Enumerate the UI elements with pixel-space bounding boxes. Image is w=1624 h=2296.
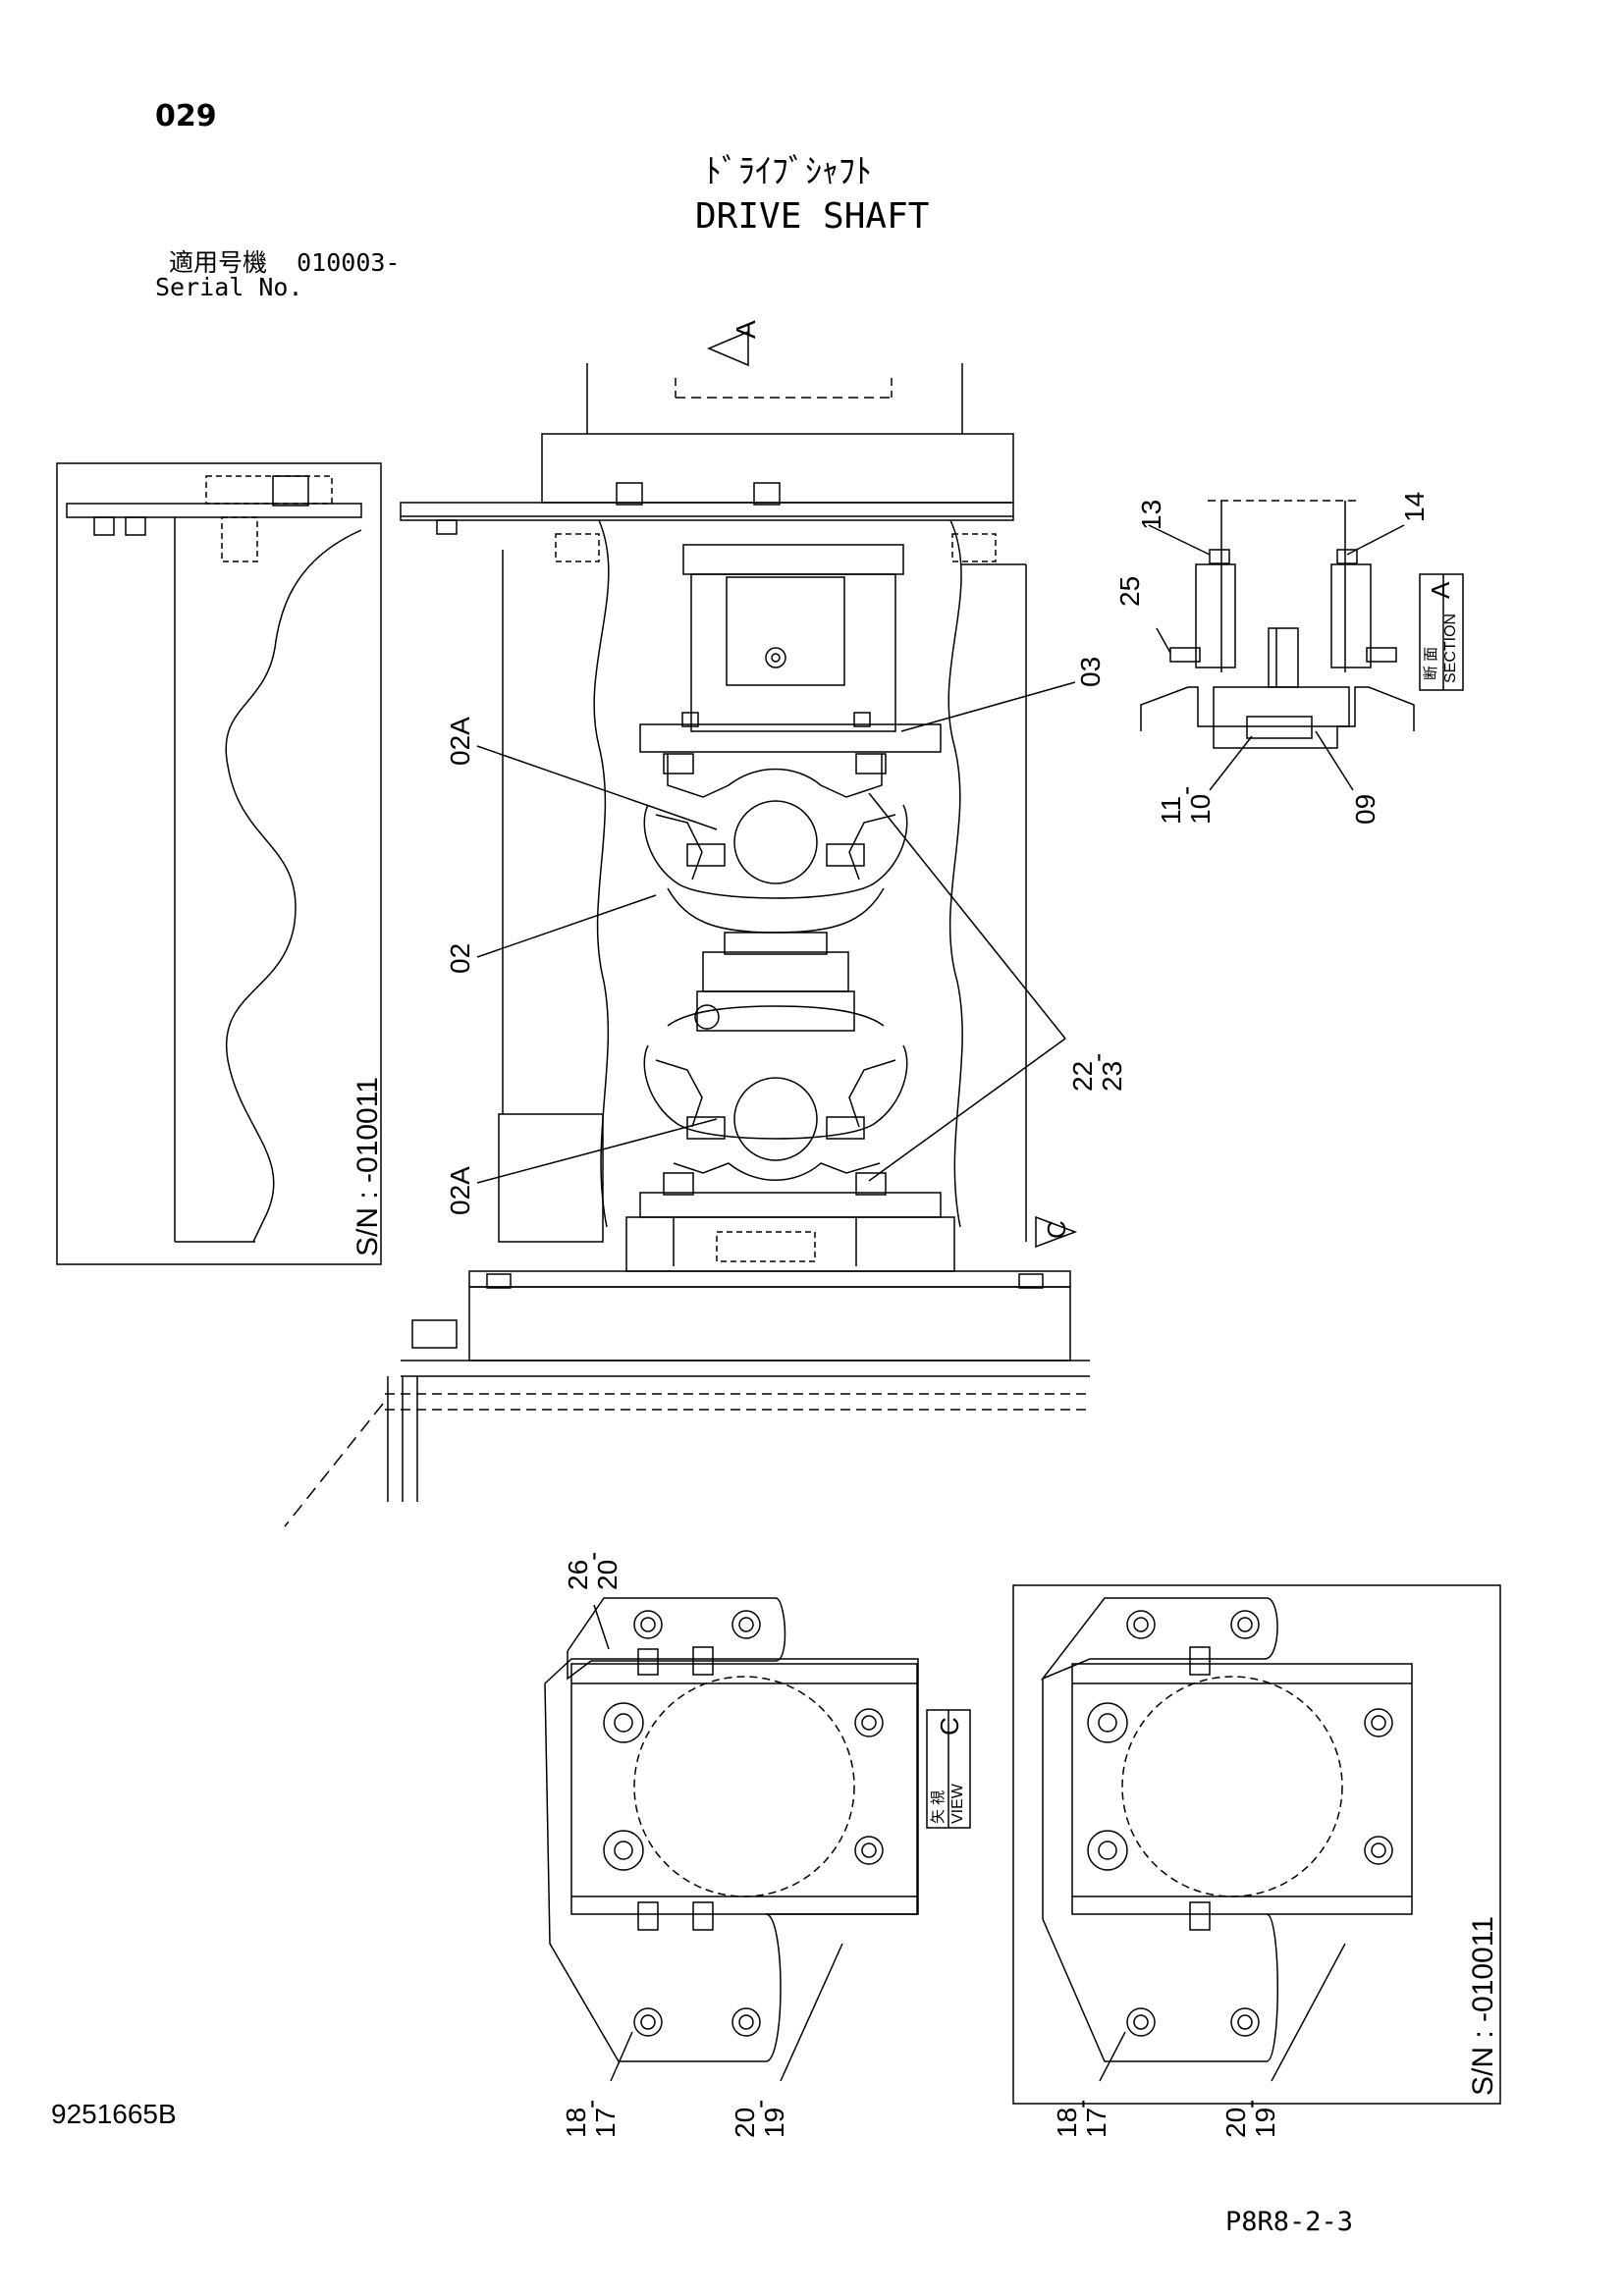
callout-dash: - bbox=[575, 2100, 606, 2109]
view-label-en: VIEW bbox=[949, 1783, 966, 1824]
callout-03: 03 bbox=[1075, 657, 1106, 687]
serial-applicability: 適用号機 010003- bbox=[169, 250, 400, 275]
section-arrow-a bbox=[707, 330, 749, 367]
callout-18-left: 18 bbox=[561, 2108, 591, 2138]
callout-11: 11 bbox=[1156, 796, 1186, 825]
serial-label-en: Serial No. bbox=[155, 273, 303, 301]
section-letter: A bbox=[1426, 581, 1455, 599]
view-c-current: C VIEW 矢 視 bbox=[544, 1597, 971, 2082]
title-english: DRIVE SHAFT bbox=[695, 196, 930, 237]
callout-17-right: 17 bbox=[1081, 2108, 1111, 2138]
callout-02a-bottom: 02A bbox=[445, 1166, 475, 1215]
callout-dash: - bbox=[577, 1552, 608, 1561]
callout-dash: - bbox=[1082, 1053, 1112, 1062]
serial-value: 010003- bbox=[297, 248, 401, 277]
callout-09: 09 bbox=[1350, 794, 1380, 825]
callout-17-left: 17 bbox=[590, 2108, 621, 2138]
callout-20-left: 20 bbox=[730, 2108, 760, 2138]
callout-23: 23 bbox=[1097, 1061, 1127, 1092]
view-letter: C bbox=[935, 1717, 964, 1735]
page-number: 029 bbox=[155, 99, 217, 133]
right-inset-serial: S/N : -010011 bbox=[1467, 1916, 1499, 2096]
serial-label-jp: 適用号機 bbox=[169, 248, 268, 277]
callout-dash: - bbox=[744, 2100, 775, 2109]
callout-20-top: 20 bbox=[592, 1560, 623, 1590]
arrow-c-label: C bbox=[1042, 1220, 1071, 1239]
section-label-en: SECTION bbox=[1442, 614, 1459, 683]
callout-13: 13 bbox=[1136, 500, 1166, 530]
inset-old-serial bbox=[56, 462, 382, 1265]
view-c-old-serial bbox=[1012, 1584, 1501, 2105]
callout-19-left: 19 bbox=[759, 2108, 789, 2138]
callout-25: 25 bbox=[1114, 576, 1145, 607]
callout-26: 26 bbox=[563, 1560, 593, 1590]
arrow-a-label: A bbox=[731, 320, 761, 339]
callout-18-right: 18 bbox=[1052, 2108, 1082, 2138]
drawing-number: 9251665B bbox=[51, 2099, 177, 2129]
title-japanese: ﾄﾞﾗｲﾌﾞｼｬﾌﾄ bbox=[705, 152, 872, 191]
callout-dash: - bbox=[1235, 2100, 1266, 2109]
section-a-view: A SECTION 断 面 bbox=[1140, 500, 1464, 791]
callout-19-right: 19 bbox=[1250, 2108, 1280, 2138]
callout-14: 14 bbox=[1399, 492, 1430, 522]
callout-02a-top: 02A bbox=[445, 717, 475, 766]
main-assembly-view: A bbox=[284, 320, 1090, 1527]
callout-10: 10 bbox=[1185, 794, 1216, 825]
page-code: P8R8-2-3 bbox=[1225, 2207, 1354, 2237]
view-label-jp: 矢 視 bbox=[930, 1790, 947, 1824]
section-label-jp: 断 面 bbox=[1423, 647, 1439, 680]
callout-02: 02 bbox=[445, 943, 475, 974]
callout-22: 22 bbox=[1067, 1061, 1098, 1092]
callout-dash: - bbox=[1066, 2100, 1097, 2109]
callout-20-right: 20 bbox=[1220, 2108, 1251, 2138]
left-inset-serial: S/N : -010011 bbox=[352, 1077, 384, 1256]
callout-dash: - bbox=[1170, 786, 1201, 795]
